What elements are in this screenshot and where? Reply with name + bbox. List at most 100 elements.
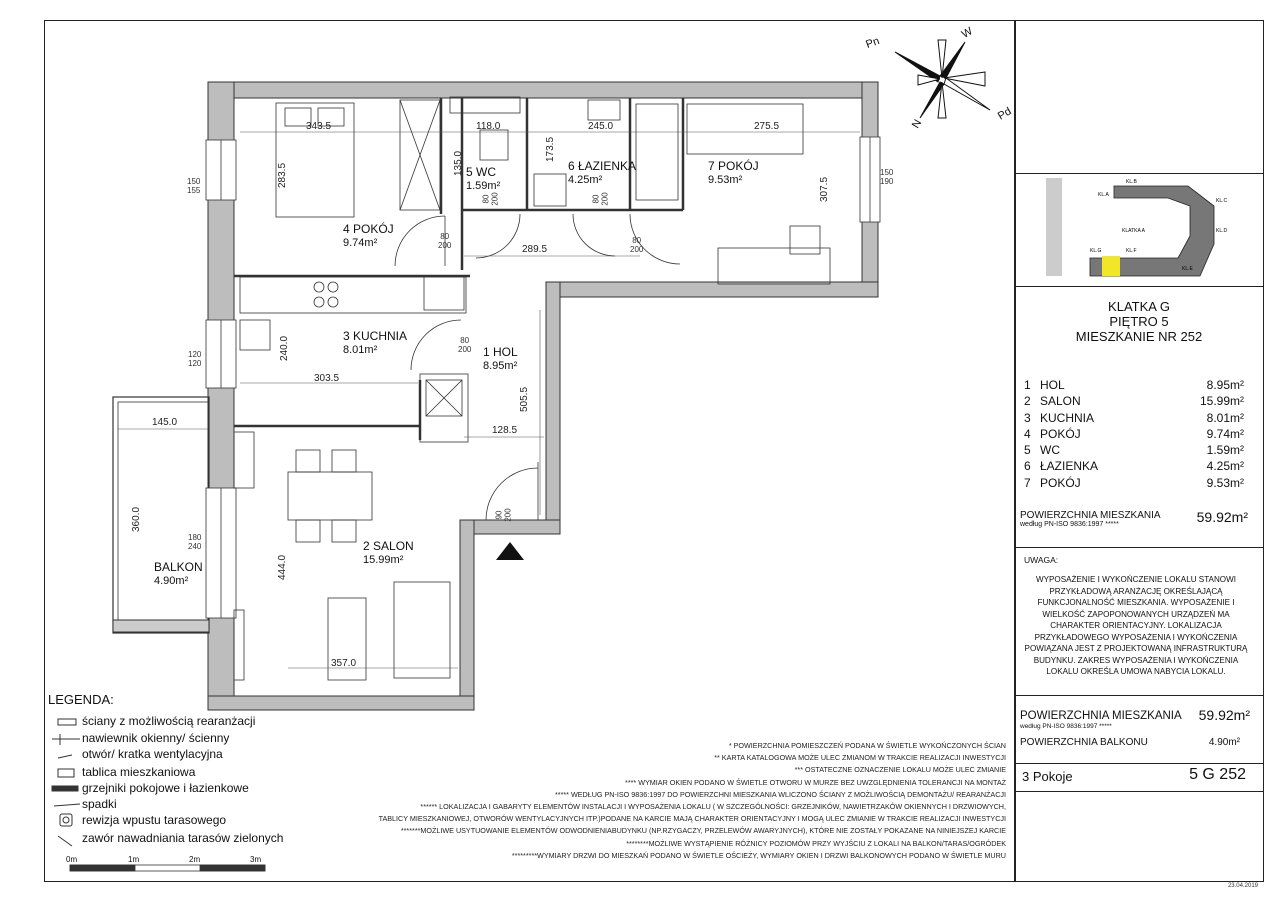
- summary-balcony-value: 4.90m²: [1208, 737, 1240, 748]
- panel-divider: [1014, 20, 1016, 882]
- note-6: ****** LOKALIZACJA I GABARYTY ELEMENTÓW …: [420, 802, 1006, 812]
- dim-303: 303.5: [314, 373, 340, 384]
- legend-symbols: [51, 718, 81, 847]
- room-4-name: 4 POKÓJ: [343, 222, 394, 236]
- interior-walls: [234, 98, 685, 440]
- outer-walls: [207, 81, 879, 711]
- room-7-name: 7 POKÓJ: [708, 159, 759, 173]
- room-5-area: 1.59m²: [466, 180, 501, 192]
- scale-label-0: 0m: [66, 855, 78, 864]
- entry-marker: [496, 542, 524, 560]
- dim-360: 360.0: [131, 506, 143, 533]
- floor-plan: [51, 39, 991, 872]
- room-5-name: 5 WC: [466, 165, 496, 179]
- dim-275: 275.5: [754, 121, 780, 132]
- scale-bar: [69, 864, 266, 872]
- total-area-sub: według PN-ISO 9836:1997 *****: [1020, 521, 1119, 528]
- keyplan-kl-f: KL.F: [1126, 248, 1137, 254]
- summary-area-sub: według PN-ISO 9836:1997 *****: [1020, 723, 1112, 730]
- dim-245: 245.0: [588, 121, 614, 132]
- legend-item-walls: ściany z możliwością rearanżacji: [82, 714, 256, 728]
- sheet-frame: [44, 20, 1264, 882]
- note-1: * POWIERZCHNIA POMIESZCZEŃ PODANA W ŚWIE…: [728, 741, 1006, 750]
- dim-343: 343.5: [306, 121, 332, 132]
- dim-444: 444.0: [277, 554, 289, 581]
- header-staircase: KLATKA G: [1108, 299, 1170, 314]
- windows: [205, 136, 881, 619]
- dim-357: 357.0: [331, 658, 357, 669]
- summary-balcony-label: POWIERZCHNIA BALKONU: [1020, 737, 1148, 748]
- panel-rule-5: [1014, 763, 1264, 764]
- keyplan-kl-b: KL.B: [1126, 179, 1138, 185]
- legend-item-vent: nawiewnik okienny/ ścienny: [82, 731, 230, 745]
- panel-rule-1: [1014, 173, 1264, 174]
- total-area-value: 59.92m²: [1196, 509, 1248, 525]
- apartment-code: 5 G 252: [1189, 766, 1246, 783]
- note-4: **** WYMIAR OKIEN PODANO W ŚWIETLE OTWOR…: [625, 777, 1006, 787]
- room-7-area: 9.53m²: [708, 174, 743, 186]
- legend-item-panel: tablica mieszkaniowa: [82, 765, 196, 779]
- summary-area-value: 59.92m²: [1198, 707, 1250, 723]
- note-5: ***** WEDŁUG PN-ISO 9836:1997 DO POWIERZ…: [554, 789, 1006, 799]
- legend-item-valve: zawór nawadniania tarasów zielonych: [82, 831, 284, 845]
- legend-item-slopes: spadki: [82, 797, 117, 811]
- rooms-count: 3 Pokoje: [1022, 769, 1073, 784]
- room-3-area: 8.01m²: [343, 344, 378, 356]
- note-2: ** KARTA KATALOGOWA MOŻE ULEC ZMIANOM W …: [714, 753, 1006, 763]
- legend-title: LEGENDA:: [48, 692, 114, 707]
- keyplan-kl-a: KL.A: [1098, 192, 1110, 198]
- balcony-name: BALKON: [154, 560, 203, 574]
- keyplan-kl-e: KL.E: [1182, 266, 1194, 272]
- room-1-name: 1 HOL: [483, 345, 518, 359]
- dim-118: 118.0: [476, 121, 501, 132]
- doors: [394, 213, 681, 521]
- keyplan-kl-g: KL.G: [1090, 248, 1102, 254]
- dim-135: 135.0: [453, 150, 465, 177]
- header-floor: PIĘTRO 5: [1109, 314, 1169, 329]
- balcony: [112, 396, 210, 634]
- panel-rule-3: [1014, 547, 1264, 548]
- room-4-area: 9.74m²: [343, 237, 378, 249]
- room-6-area: 4.25m²: [568, 174, 603, 186]
- dimension-lines: [118, 131, 860, 669]
- dim-128: 128.5: [492, 425, 518, 436]
- panel-rule-2: [1014, 286, 1264, 287]
- dim-283: 283.5: [277, 162, 289, 189]
- balcony-area: 4.90m²: [154, 575, 189, 587]
- legend-item-drain: rewizja wpustu tarasowego: [82, 813, 227, 827]
- key-plan: KL.B KL.A KL.C KLATKA A KL.D KL.G KL.F K…: [1046, 178, 1228, 277]
- note-10: *********WYMIARY DRZWI DO MIESZKAŃ PODAN…: [511, 850, 1006, 860]
- scale-label-3: 3m: [250, 855, 262, 864]
- total-area-label: POWIERZCHNIA MIESZKANIA: [1020, 510, 1161, 521]
- keyplan-klatka-a: KLATKA A: [1122, 228, 1146, 234]
- scale-label-1: 1m: [128, 855, 140, 864]
- dim-307: 307.5: [819, 176, 831, 203]
- room-6-name: 6 ŁAZIENKA: [568, 159, 637, 173]
- compass-rose: [894, 39, 991, 119]
- note-9: ********MOŻLIWE WYSTĄPIENIE RÓŻNICY POZI…: [626, 838, 1006, 848]
- dim-505: 505.5: [519, 386, 531, 413]
- furniture: [233, 96, 831, 681]
- panel-rule-6: [1014, 791, 1264, 792]
